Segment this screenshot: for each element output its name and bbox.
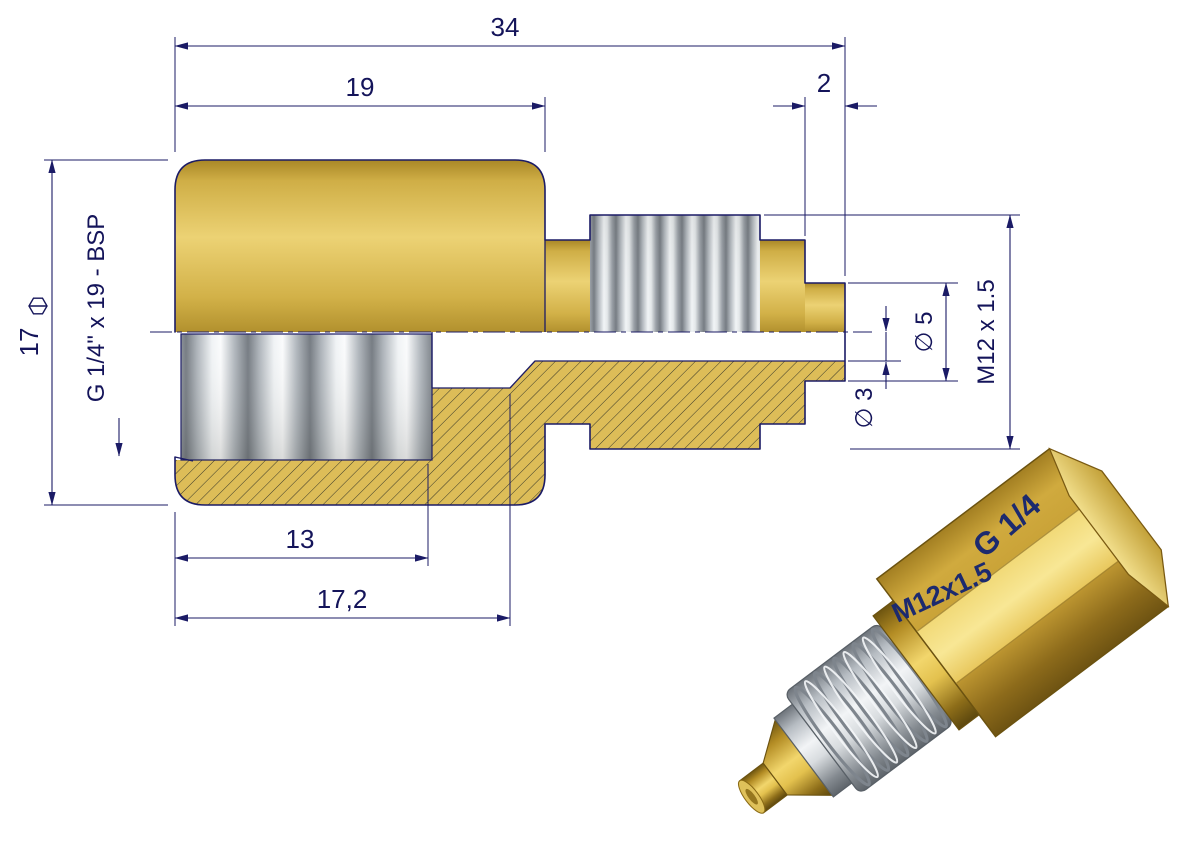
dim-bore-diameter-text: ∅ 3 xyxy=(851,388,878,429)
label-male-thread: M12 x 1.5 xyxy=(764,214,1020,450)
groove-exterior xyxy=(760,240,805,332)
hatch-right-wall xyxy=(432,361,845,460)
label-male-thread-text: M12 x 1.5 xyxy=(973,279,1000,384)
dim-thread-depth: 13 xyxy=(174,464,429,626)
dim-overall-length: 34 xyxy=(174,12,846,276)
dim-tip-length: 2 xyxy=(773,68,877,236)
section-view: 34 19 2 17 G 1/4" x 19 - BSP xyxy=(14,12,1020,626)
dim-tip-diameter: ∅ 5 xyxy=(848,282,958,382)
dim-bore-diameter: ∅ 3 xyxy=(848,306,901,428)
iso-hex-facet-edge-top xyxy=(917,501,1089,632)
dim-tip-diameter-text: ∅ 5 xyxy=(911,312,938,353)
iso-nose-bore xyxy=(745,788,758,805)
iso-hex-end-face xyxy=(1048,447,1170,608)
dim-hex-across-flats: 17 xyxy=(14,159,168,506)
hex-across-flats-icon xyxy=(28,297,48,315)
dim-tip-length-text: 2 xyxy=(817,68,831,98)
iso-thread-ridges xyxy=(793,627,949,787)
label-port-thread: G 1/4" x 19 - BSP xyxy=(83,214,123,457)
bsp-thread-shade xyxy=(181,334,432,460)
bore-edges xyxy=(431,332,845,389)
dim-bore-depth: 17,2 xyxy=(174,394,511,626)
m12-thread-shade xyxy=(590,215,760,332)
hatch-bottom-wall xyxy=(175,460,545,505)
dim-hex-length: 19 xyxy=(174,72,546,152)
collar-exterior xyxy=(545,240,590,332)
dim-thread-depth-text: 13 xyxy=(286,524,315,554)
dim-overall-length-text: 34 xyxy=(491,12,520,42)
dim-hex-length-text: 19 xyxy=(346,72,375,102)
dim-hex-across-flats-text: 17 xyxy=(14,328,44,357)
hex-body-exterior xyxy=(175,160,545,332)
tip-exterior xyxy=(805,283,845,332)
label-port-thread-text: G 1/4" x 19 - BSP xyxy=(83,214,110,403)
port-chamfer-edge xyxy=(174,456,194,462)
iso-hex-facet-edge-bottom xyxy=(956,553,1129,684)
dim-bore-depth-text: 17,2 xyxy=(317,584,368,614)
iso-view: G 1/4 M12x1.5 xyxy=(737,447,1170,814)
